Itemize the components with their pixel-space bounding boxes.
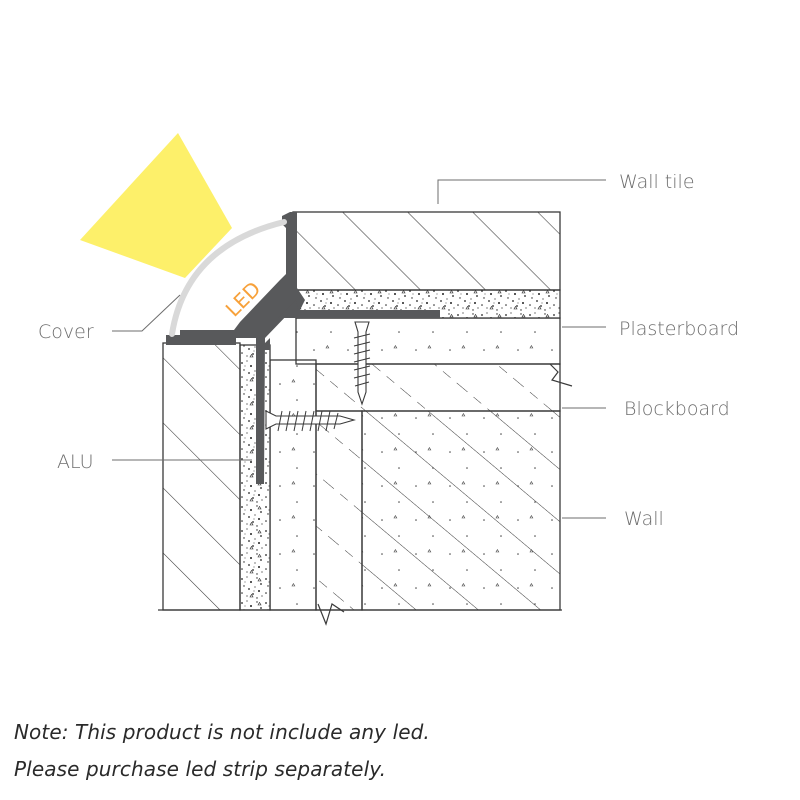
label-blockboard: Blockboard <box>624 398 730 420</box>
label-alu: ALU <box>57 451 94 473</box>
break-mark-right <box>549 363 573 387</box>
label-wall-tile: Wall tile <box>619 171 695 193</box>
wall-block <box>361 410 561 611</box>
plasterboard-vertical <box>269 359 317 611</box>
cover-diffuser <box>169 219 287 337</box>
leader-lines <box>112 179 606 519</box>
mortar-vertical <box>239 344 271 611</box>
wall-tile-top <box>292 211 561 291</box>
light-beam <box>80 133 232 278</box>
label-cover: Cover <box>38 321 94 343</box>
wall-tile-left <box>162 342 241 611</box>
label-plasterboard: Plasterboard <box>619 318 739 340</box>
screw-vertical <box>353 321 371 406</box>
note-line-1: Note: This product is not include any le… <box>14 720 430 744</box>
screw-horizontal <box>265 410 357 432</box>
label-wall: Wall <box>624 508 664 530</box>
alu-profile <box>166 212 440 484</box>
plasterboard-horizontal <box>295 317 561 365</box>
blockboard <box>315 363 561 611</box>
note-line-2: Please purchase led strip separately. <box>14 757 387 781</box>
break-mark-bottom <box>317 603 345 626</box>
